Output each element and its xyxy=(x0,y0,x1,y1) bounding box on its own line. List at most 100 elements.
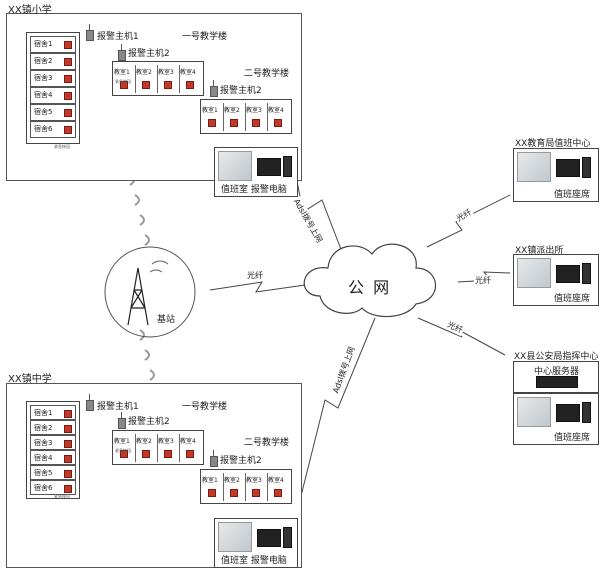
alarm-button-icon xyxy=(230,119,238,127)
classroom: 教室4 xyxy=(267,473,289,501)
base-station-circle xyxy=(104,246,196,338)
classroom: 教室2 xyxy=(135,65,158,93)
classroom: 教室1 xyxy=(113,434,136,462)
building-1-label: 一号教学楼 xyxy=(182,32,228,42)
server-label: 中心服务器 xyxy=(534,367,580,377)
classroom: 教室4 xyxy=(179,65,201,93)
classroom: 教室3 xyxy=(157,65,180,93)
classroom: 教室1 xyxy=(113,65,136,93)
pc-tower-icon xyxy=(283,527,292,548)
building-2: 教室1 教室2 教室3 教室4 xyxy=(200,99,292,134)
classroom: 教室1 xyxy=(201,473,224,501)
dorm-row: 宿舍1 xyxy=(30,36,76,53)
dorm-row: 宿舍2 xyxy=(30,420,76,435)
dorm-row: 宿舍5 xyxy=(30,104,76,121)
cloud-label: 公 网 xyxy=(348,278,392,297)
classroom: 教室2 xyxy=(223,103,246,131)
seat-label: 值班座席 xyxy=(554,294,591,304)
control-room-label: 值班室 报警电脑 xyxy=(221,185,287,195)
operator-photo xyxy=(517,152,551,182)
dorm-caption: 紧急按钮 xyxy=(54,144,70,149)
command-center-station: 值班座席 xyxy=(513,393,599,445)
seat-label: 值班座席 xyxy=(554,433,591,443)
alarm-button-icon xyxy=(64,440,72,448)
education-station: 值班座席 xyxy=(513,148,599,202)
alarm-button-icon xyxy=(64,92,72,100)
base-station-tower-icon xyxy=(127,260,169,326)
alarm-host-icon xyxy=(86,394,94,411)
alarm-button-icon xyxy=(186,81,194,89)
alarm-button-icon xyxy=(120,81,128,89)
alarm-button-icon xyxy=(208,119,216,127)
operator-photo xyxy=(517,397,551,427)
police-station: 值班座席 xyxy=(513,254,599,306)
classroom: 教室3 xyxy=(157,434,180,462)
alarm-host-3-label: 报警主机2 xyxy=(220,456,262,466)
fiber-label-base: 光纤 xyxy=(246,270,264,281)
alarm-button-icon xyxy=(120,450,128,458)
alarm-button-icon xyxy=(252,489,260,497)
alarm-host-1-label: 报警主机1 xyxy=(97,402,139,412)
alarm-host-2-label: 报警主机2 xyxy=(128,417,170,427)
monitor-icon xyxy=(556,265,580,283)
alarm-button-icon xyxy=(142,81,150,89)
pc-tower-icon xyxy=(582,402,591,423)
fiber-link-base xyxy=(209,281,306,293)
monitor-icon xyxy=(257,529,281,547)
alarm-host-icon xyxy=(118,412,126,429)
building-2-label: 二号教学楼 xyxy=(244,438,290,448)
building-2-label: 二号教学楼 xyxy=(244,69,290,79)
dorm-row: 宿舍3 xyxy=(30,435,76,450)
top-dorm-building: 宿舍1 宿舍2 宿舍3 宿舍4 宿舍5 宿舍6 xyxy=(26,32,80,144)
fiber-label-police: 光纤 xyxy=(474,275,492,286)
dorm-caption: 紧急按钮 xyxy=(54,494,70,499)
operator-photo xyxy=(218,151,252,181)
alarm-host-2-label: 报警主机2 xyxy=(128,49,170,59)
police-station-title: XX镇派出所 xyxy=(515,246,564,256)
alarm-button-icon xyxy=(64,425,72,433)
alarm-button-icon xyxy=(164,450,172,458)
adsl-link-top xyxy=(295,175,343,253)
monitor-icon xyxy=(556,404,580,422)
alarm-host-3-label: 报警主机2 xyxy=(220,86,262,96)
public-network-cloud xyxy=(303,243,437,318)
dorm-row: 宿舍4 xyxy=(30,450,76,465)
dorm-row: 宿舍6 xyxy=(30,480,76,495)
room-caption: 紧急按钮 xyxy=(115,448,131,453)
seat-label: 值班座席 xyxy=(554,190,591,200)
fiber-link-education xyxy=(426,194,511,248)
alarm-button-icon xyxy=(64,41,72,49)
building-1: 教室1 教室2 教室3 教室4 xyxy=(112,61,204,96)
alarm-button-icon xyxy=(274,119,282,127)
alarm-button-icon xyxy=(64,485,72,493)
alarm-host-1-label: 报警主机1 xyxy=(97,32,139,42)
dorm-row: 宿舍3 xyxy=(30,70,76,87)
alarm-button-icon xyxy=(64,126,72,134)
classroom: 教室4 xyxy=(267,103,289,131)
alarm-host-icon xyxy=(86,24,94,41)
base-station-label: 基站 xyxy=(157,315,176,325)
alarm-button-icon xyxy=(64,58,72,66)
alarm-button-icon xyxy=(142,450,150,458)
wireless-wave-bottom xyxy=(139,329,155,381)
building-2: 教室1 教室2 教室3 教室4 xyxy=(200,469,292,504)
command-center-title: XX县公安局指挥中心 xyxy=(514,352,599,362)
dorm-row: 宿舍2 xyxy=(30,53,76,70)
alarm-button-icon xyxy=(252,119,260,127)
bottom-school-title: XX镇中学 xyxy=(8,374,52,385)
classroom: 教室2 xyxy=(223,473,246,501)
alarm-button-icon xyxy=(208,489,216,497)
room-caption: 紧急按钮 xyxy=(115,79,131,84)
dorm-row: 宿舍1 xyxy=(30,405,76,420)
pc-tower-icon xyxy=(582,157,591,178)
alarm-button-icon xyxy=(64,109,72,117)
top-school-title: XX镇小学 xyxy=(8,5,52,16)
operator-photo xyxy=(218,522,252,552)
control-room-label: 值班室 报警电脑 xyxy=(221,556,287,566)
classroom: 教室4 xyxy=(179,434,201,462)
bottom-dorm-building: 宿舍1 宿舍2 宿舍3 宿舍4 宿舍5 宿舍6 xyxy=(26,401,80,499)
wireless-wave-top xyxy=(129,174,150,246)
pc-tower-icon xyxy=(283,156,292,177)
monitor-icon xyxy=(556,159,580,177)
